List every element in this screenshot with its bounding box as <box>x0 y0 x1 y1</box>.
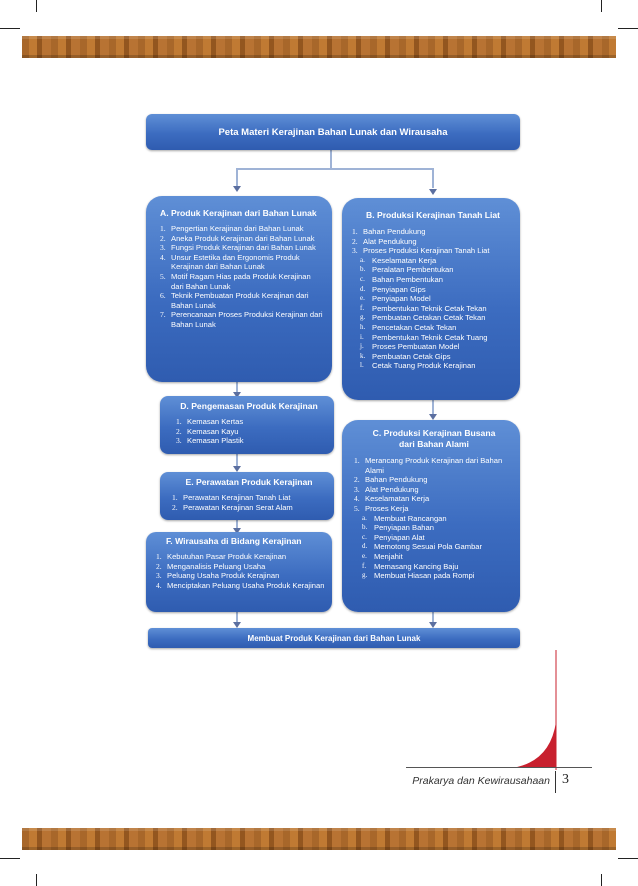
list-item: a.Membuat Rancangan <box>354 514 514 524</box>
list-item: e.Menjahit <box>354 552 514 562</box>
list-item: b.Peralatan Pembentukan <box>352 265 514 275</box>
box-b-sublist: a.Keselamatan Kerja b.Peralatan Pembentu… <box>352 256 514 371</box>
crop-mark <box>601 874 602 886</box>
crop-mark <box>618 858 638 859</box>
box-f-title: F. Wirausaha di Bidang Kerajinan <box>166 536 326 547</box>
list-item: 1.Merancang Produk Kerajinan dari Bahan … <box>354 456 514 475</box>
footer-divider <box>555 771 556 793</box>
list-item: 2.Alat Pendukung <box>352 237 514 247</box>
list-item: d.Penyiapan Gips <box>352 285 514 295</box>
bottom-wood-border <box>22 828 616 850</box>
box-a-produk-kerajinan: A. Produk Kerajinan dari Bahan Lunak 1.P… <box>146 196 332 382</box>
page-number: 3 <box>562 772 569 788</box>
box-a-title: A. Produk Kerajinan dari Bahan Lunak <box>160 208 324 219</box>
list-item: 1.Pengertian Kerajinan dari Bahan Lunak <box>160 224 324 234</box>
list-item: 6.Teknik Pembuatan Produk Kerajinan dari… <box>160 291 324 310</box>
connector-line <box>236 168 434 170</box>
box-b-title: B. Produksi Kerajinan Tanah Liat <box>352 210 514 221</box>
crop-mark <box>0 858 20 859</box>
connector-line <box>330 148 332 170</box>
box-b-tanah-liat: B. Produksi Kerajinan Tanah Liat 1.Bahan… <box>342 198 520 400</box>
box-d-title: D. Pengemasan Produk Kerajinan <box>170 401 328 412</box>
list-item: e.Penyiapan Model <box>352 294 514 304</box>
list-item: 2.Perawatan Kerajinan Serat Alam <box>172 503 328 513</box>
box-d-pengemasan: D. Pengemasan Produk Kerajinan 1.Kemasan… <box>160 396 334 454</box>
list-item: g.Pembuatan Cetakan Cetak Tekan <box>352 313 514 323</box>
list-item: 3.Proses Produksi Kerajinan Tanah Liat <box>352 246 514 256</box>
list-item: 1.Kemasan Kertas <box>176 417 328 427</box>
crop-mark <box>601 0 602 12</box>
list-item: 2.Menganalisis Peluang Usaha <box>156 562 326 572</box>
book-title: Prakarya dan Kewirausahaan <box>402 775 550 787</box>
list-item: 3.Peluang Usaha Produk Kerajinan <box>156 571 326 581</box>
list-item: 1.Bahan Pendukung <box>352 227 514 237</box>
list-item: i.Pembentukan Teknik Cetak Tuang <box>352 333 514 343</box>
list-item: 5.Proses Kerja <box>354 504 514 514</box>
box-b-list: 1.Bahan Pendukung 2.Alat Pendukung 3.Pro… <box>352 227 514 256</box>
box-c-list: 1.Merancang Produk Kerajinan dari Bahan … <box>354 456 514 514</box>
list-item: 5.Motif Ragam Hias pada Produk Kerajinan… <box>160 272 324 291</box>
list-item: a.Keselamatan Kerja <box>352 256 514 266</box>
box-f-list: 1.Kebutuhan Pasar Produk Kerajinan 2.Men… <box>156 552 326 590</box>
list-item: 3.Kemasan Plastik <box>176 436 328 446</box>
list-item: 1.Kebutuhan Pasar Produk Kerajinan <box>156 552 326 562</box>
crop-mark <box>0 28 20 29</box>
list-item: 2.Aneka Produk Kerajinan dari Bahan Luna… <box>160 234 324 244</box>
list-item: f.Memasang Kancing Baju <box>354 562 514 572</box>
list-item: 2.Bahan Pendukung <box>354 475 514 485</box>
list-item: 4.Keselamatan Kerja <box>354 494 514 504</box>
list-item: f.Pembentukan Teknik Cetak Tekan <box>352 304 514 314</box>
box-e-perawatan: E. Perawatan Produk Kerajinan 1.Perawata… <box>160 472 334 520</box>
box-c-sublist: a.Membuat Rancangan b.Penyiapan Bahan c.… <box>354 514 514 581</box>
list-item: g.Membuat Hiasan pada Rompi <box>354 571 514 581</box>
crop-mark <box>36 0 37 12</box>
concept-map-goal-box: Membuat Produk Kerajinan dari Bahan Luna… <box>148 628 520 648</box>
list-item: 3.Alat Pendukung <box>354 485 514 495</box>
box-e-title: E. Perawatan Produk Kerajinan <box>170 477 328 488</box>
box-d-list: 1.Kemasan Kertas 2.Kemasan Kayu 3.Kemasa… <box>176 417 328 446</box>
connector-line <box>236 168 238 186</box>
connector-line <box>432 168 434 188</box>
corner-decoration <box>506 650 562 770</box>
goal-label: Membuat Produk Kerajinan dari Bahan Luna… <box>248 633 421 644</box>
list-item: 3.Fungsi Produk Kerajinan dari Bahan Lun… <box>160 243 324 253</box>
box-c-busana-bahan-alami: C. Produksi Kerajinan Busana dari Bahan … <box>342 420 520 612</box>
list-item: 1.Perawatan Kerajinan Tanah Liat <box>172 493 328 503</box>
crop-mark <box>36 874 37 886</box>
concept-map-title-box: Peta Materi Kerajinan Bahan Lunak dan Wi… <box>146 114 520 150</box>
box-c-title: C. Produksi Kerajinan Busana dari Bahan … <box>354 428 514 450</box>
list-item: 4.Unsur Estetika dan Ergonomis Produk Ke… <box>160 253 324 272</box>
list-item: 7.Perencanaan Proses Produksi Kerajinan … <box>160 310 324 329</box>
list-item: l.Cetak Tuang Produk Kerajinan <box>352 361 514 371</box>
list-item: 4.Menciptakan Peluang Usaha Produk Keraj… <box>156 581 326 591</box>
arrow-down-icon <box>233 186 241 192</box>
list-item: c.Penyiapan Alat <box>354 533 514 543</box>
list-item: j.Proses Pembuatan Model <box>352 342 514 352</box>
list-item: k.Pembuatan Cetak Gips <box>352 352 514 362</box>
list-item: h.Pencetakan Cetak Tekan <box>352 323 514 333</box>
footer-rule <box>406 767 592 768</box>
top-wood-border <box>22 36 616 58</box>
list-item: d.Memotong Sesuai Pola Gambar <box>354 542 514 552</box>
list-item: c.Bahan Pembentukan <box>352 275 514 285</box>
crop-mark <box>618 28 638 29</box>
box-f-wirausaha: F. Wirausaha di Bidang Kerajinan 1.Kebut… <box>146 532 332 612</box>
page-title: Peta Materi Kerajinan Bahan Lunak dan Wi… <box>218 127 447 138</box>
box-a-list: 1.Pengertian Kerajinan dari Bahan Lunak … <box>160 224 324 330</box>
list-item: b.Penyiapan Bahan <box>354 523 514 533</box>
arrow-down-icon <box>429 189 437 195</box>
box-e-list: 1.Perawatan Kerajinan Tanah Liat 2.Peraw… <box>172 493 328 512</box>
list-item: 2.Kemasan Kayu <box>176 427 328 437</box>
